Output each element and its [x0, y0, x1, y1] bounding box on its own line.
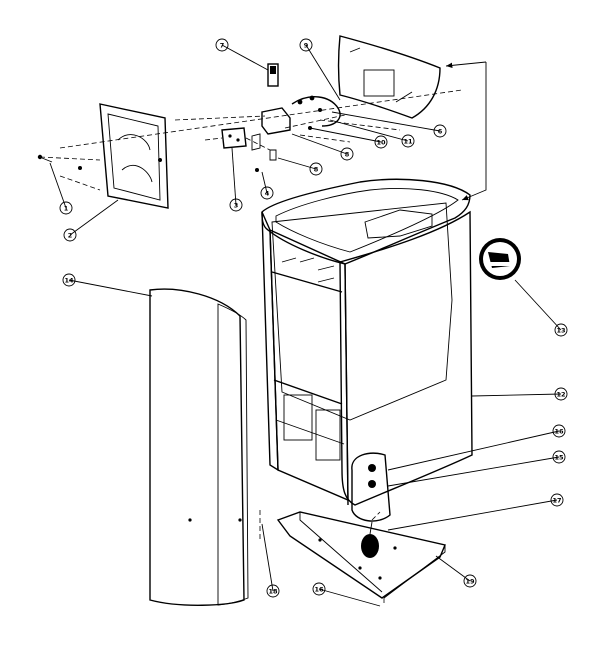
cabinet-inner-wall	[269, 228, 349, 502]
access-opening-right	[315, 409, 341, 461]
callout-20: 16	[312, 582, 326, 596]
callout-17: 17	[550, 493, 564, 507]
filter-grille	[78, 103, 169, 209]
svg-text:15: 15	[554, 454, 564, 462]
base-plate	[276, 511, 446, 599]
svg-text:1: 1	[64, 205, 69, 213]
callout-1: 7	[215, 38, 229, 52]
knob-post	[267, 63, 279, 87]
callout-3: 6	[433, 124, 447, 138]
callout-18: 19	[463, 574, 477, 588]
top-inner-bracket	[364, 209, 433, 239]
float-assembly	[361, 511, 381, 558]
cabinet-top-opening	[275, 188, 459, 253]
svg-text:6: 6	[438, 128, 443, 136]
svg-text:2: 2	[68, 232, 73, 240]
screw	[37, 154, 53, 163]
svg-text:18: 18	[268, 588, 278, 596]
callout-2: 9	[299, 38, 313, 52]
wrap-panel	[149, 288, 249, 606]
pump-housing	[351, 452, 391, 522]
callout-14: 12	[554, 387, 568, 401]
control-components	[221, 63, 341, 172]
callout-6: 11	[401, 134, 415, 148]
leader-lines	[49, 44, 562, 607]
callout-15: 16	[552, 424, 566, 438]
svg-text:7: 7	[220, 42, 225, 50]
cabinet-back-panel	[271, 202, 453, 421]
svg-text:9: 9	[304, 42, 309, 50]
mounting-bracket	[221, 127, 247, 149]
svg-text:13: 13	[556, 327, 565, 335]
explode-lines	[39, 61, 487, 606]
svg-text:19: 19	[465, 578, 475, 586]
frame-member-lower	[275, 419, 345, 445]
svg-text:4: 4	[265, 190, 270, 198]
svg-text:16: 16	[314, 586, 324, 594]
svg-text:12: 12	[556, 391, 565, 399]
svg-text:14: 14	[64, 277, 74, 285]
humidistat	[261, 107, 291, 135]
access-opening	[283, 394, 313, 441]
level-indicator	[479, 238, 521, 280]
svg-text:3: 3	[234, 202, 239, 210]
callout-9: 3	[229, 198, 243, 212]
cabinet-top-rim	[261, 178, 471, 265]
callout-16: 15	[552, 450, 566, 464]
callout-8: 4	[260, 186, 274, 200]
callout-11: 2	[63, 228, 77, 242]
callout-13: 13	[554, 323, 568, 337]
callout-10: 1	[59, 201, 73, 215]
svg-text:16: 16	[554, 428, 564, 436]
svg-text:8: 8	[314, 166, 319, 174]
svg-text:10: 10	[376, 139, 386, 147]
callout-4: 8	[340, 147, 354, 161]
callout-7: 8	[309, 162, 323, 176]
callout-19: 18	[266, 584, 280, 598]
frame-member-upper	[271, 271, 343, 293]
control-panel-cover	[337, 35, 441, 119]
svg-text:11: 11	[403, 138, 413, 146]
callout-5: 10	[374, 135, 388, 149]
callout-labels: 7 9 6 8 10 11 8 4	[59, 38, 568, 598]
cabinet-front-corner	[344, 263, 349, 506]
callout-12: 14	[62, 273, 76, 287]
frame-member-middle	[273, 379, 343, 405]
inner-hardware	[281, 257, 335, 283]
cabinet-side-wall	[339, 210, 473, 506]
cabinet-assembly	[261, 178, 473, 522]
svg-text:8: 8	[345, 151, 350, 159]
svg-text:17: 17	[552, 497, 561, 505]
